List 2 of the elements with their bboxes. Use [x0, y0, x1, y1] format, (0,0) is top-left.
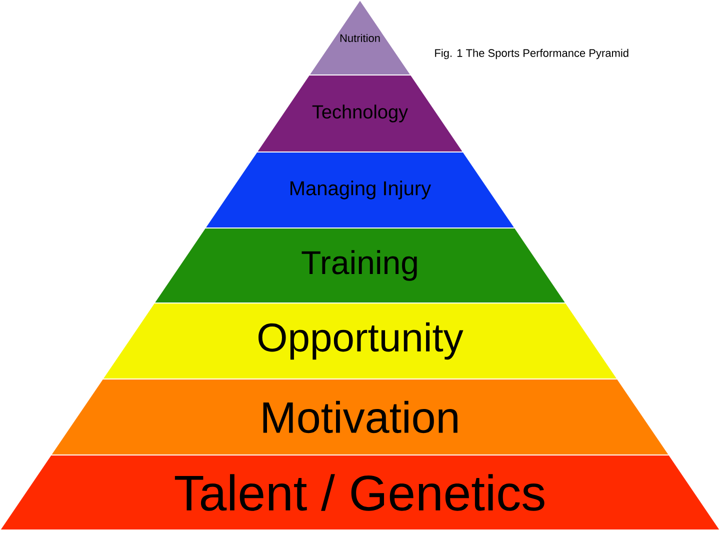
figure-title: Fig. 1 The Sports Performance Pyramid	[435, 48, 628, 60]
pyramid-band: Talent / Genetics	[0, 454, 720, 530]
